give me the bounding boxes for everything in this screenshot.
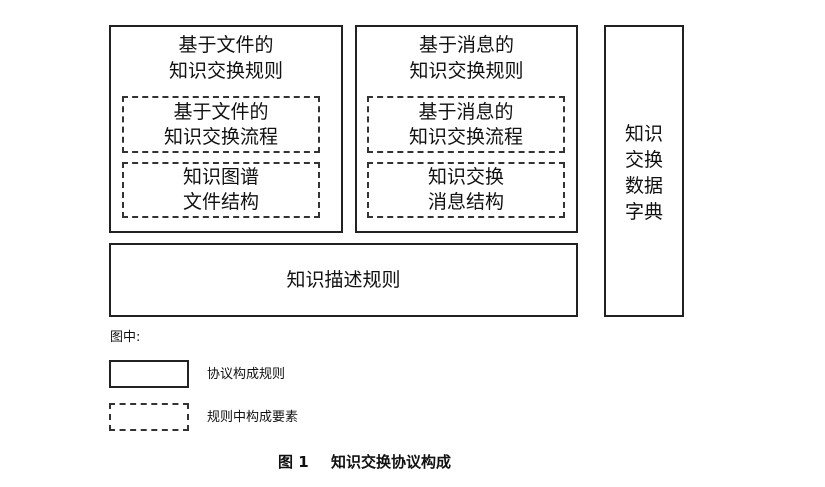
file-rules-title-line2: 知识交换规则 <box>168 60 283 82</box>
knowledge-description-rules-label: 知识描述规则 <box>286 269 401 291</box>
file-process-line2: 知识交换流程 <box>163 126 278 148</box>
legend-solid-label: 协议构成规则 <box>207 367 286 382</box>
message-structure-line2: 消息结构 <box>427 191 504 213</box>
figure-number: 图 1 <box>278 453 309 471</box>
legend-solid-swatch <box>109 360 189 388</box>
message-process-line2: 知识交换流程 <box>408 126 523 148</box>
data-dictionary-line2: 交换 <box>624 149 663 171</box>
message-process-element <box>367 96 565 153</box>
file-structure-line2: 文件结构 <box>182 191 259 213</box>
file-process-line1: 基于文件的 <box>173 101 269 123</box>
legend-dashed-swatch <box>109 403 189 431</box>
knowledge-description-rules-box <box>109 243 578 317</box>
data-dictionary-line4: 字典 <box>624 201 663 223</box>
message-structure-element <box>367 162 565 218</box>
data-dictionary-line3: 数据 <box>624 175 663 197</box>
legend-dashed-label: 规则中构成要素 <box>207 410 299 425</box>
message-rules-title-line2: 知识交换规则 <box>409 60 524 82</box>
message-process-line1: 基于消息的 <box>418 101 514 123</box>
data-dictionary-box <box>604 25 684 317</box>
file-structure-element <box>122 162 320 218</box>
message-structure-line1: 知识交换 <box>427 166 504 188</box>
data-dictionary-line1: 知识 <box>624 123 663 145</box>
file-rules-title-line1: 基于文件的 <box>178 34 274 56</box>
figure-caption: 知识交换协议构成 <box>331 453 452 471</box>
legend-title: 图中: <box>110 330 141 345</box>
message-rules-title-line1: 基于消息的 <box>418 34 514 56</box>
file-structure-line1: 知识图谱 <box>182 166 259 188</box>
file-process-element <box>122 96 320 153</box>
